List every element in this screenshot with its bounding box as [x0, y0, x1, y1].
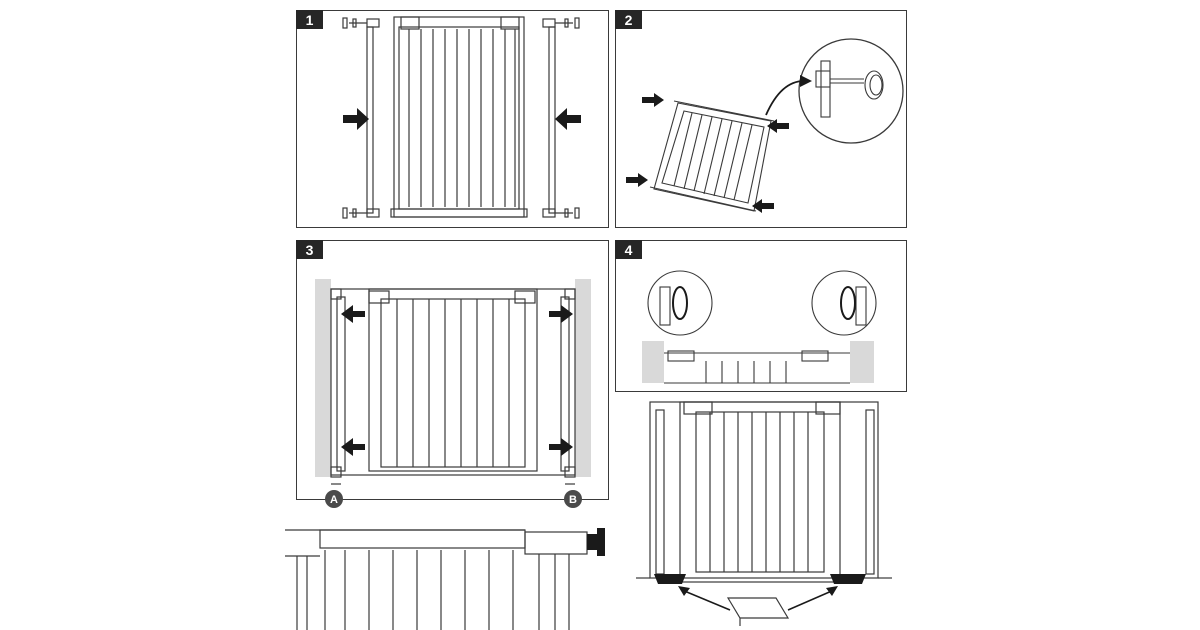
step-4-panel: 4 — [615, 240, 907, 392]
rotation-icon — [672, 286, 688, 320]
marker-b-label: B — [569, 494, 577, 506]
marker-a: A — [325, 490, 343, 508]
step-4-badge: 4 — [615, 240, 642, 259]
step-2-illustration — [626, 38, 904, 213]
arrow-icon — [549, 438, 573, 456]
arrow-icon — [678, 586, 731, 611]
step-2-panel: 2 — [615, 10, 907, 228]
arrow-icon — [626, 173, 648, 187]
arrow-icon — [767, 119, 789, 133]
curved-arrow-icon — [765, 75, 812, 116]
wall-cup-icon — [654, 574, 686, 584]
marker-b: B — [564, 490, 582, 508]
pressure-spindle-icon — [587, 528, 605, 556]
arrow-icon — [642, 93, 664, 107]
marker-a-label: A — [330, 494, 338, 506]
step-3-panel: 3 — [296, 240, 609, 508]
arrow-icon — [555, 108, 581, 130]
step-3-badge: 3 — [296, 240, 323, 259]
arrow-icon — [752, 199, 774, 213]
step-1-badge: 1 — [296, 10, 323, 29]
step-2-badge: 2 — [615, 10, 642, 29]
arrow-icon — [341, 438, 365, 456]
final-gate-illustration — [636, 401, 892, 626]
arrow-icon — [341, 305, 365, 323]
arrow-icon — [787, 586, 838, 611]
wall-cup-icon — [830, 574, 866, 584]
arrow-icon — [343, 108, 369, 130]
step-1-panel: 1 — [296, 10, 609, 228]
rotation-icon — [840, 286, 856, 320]
closeup-illustration — [285, 528, 605, 630]
step-3-illustration: A B — [315, 279, 591, 508]
arrow-icon — [549, 305, 573, 323]
step-1-illustration — [342, 16, 581, 219]
step-4-illustration — [642, 270, 877, 384]
